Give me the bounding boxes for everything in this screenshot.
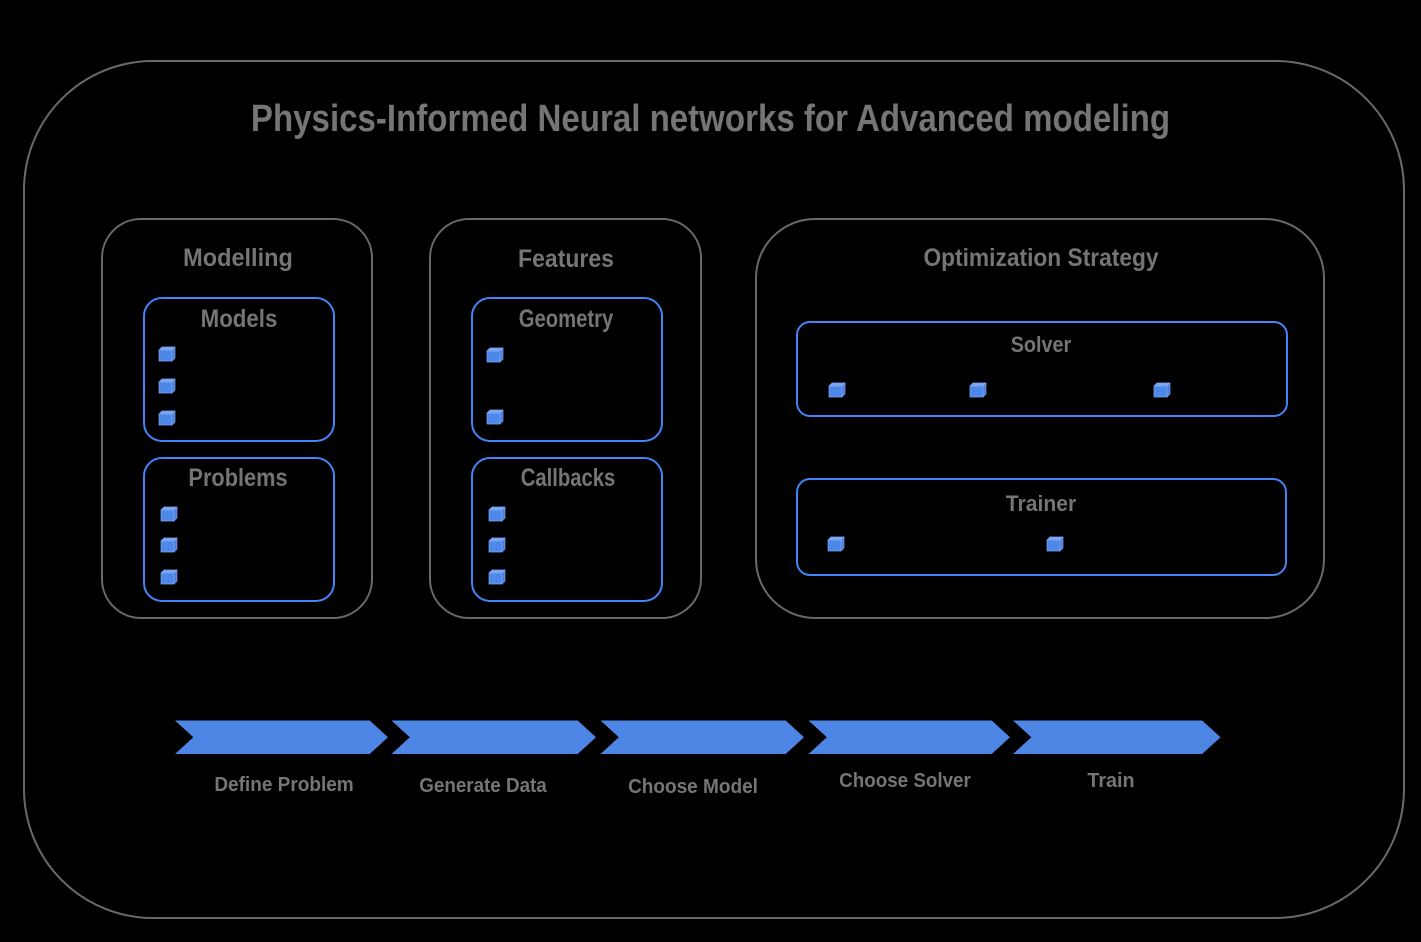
group-features-title: Features — [518, 245, 614, 273]
box-geometry — [471, 297, 663, 442]
step-label-define-problem: Define Problem — [214, 774, 354, 796]
group-modelling — [101, 218, 373, 619]
box-problems-title: Problems — [188, 464, 288, 492]
outer-frame — [23, 60, 1405, 919]
box-trainer-title: Trainer — [1005, 491, 1077, 516]
step-label-choose-model: Choose Model — [628, 776, 758, 798]
step-label-generate-data: Generate Data — [419, 775, 547, 797]
group-optimization-strategy-title: Optimization Strategy — [923, 244, 1159, 272]
box-callbacks-title: Callbacks — [520, 464, 616, 492]
box-models — [143, 297, 335, 442]
box-models-title: Models — [200, 305, 278, 333]
step-label-choose-solver: Choose Solver — [839, 770, 971, 792]
group-features — [429, 218, 702, 619]
group-modelling-title: Modelling — [183, 244, 293, 272]
box-geometry-title: Geometry — [518, 305, 614, 333]
box-problems — [143, 457, 335, 602]
box-trainer — [796, 478, 1287, 576]
group-optimization-strategy — [755, 218, 1325, 619]
box-callbacks — [471, 457, 663, 602]
box-solver — [796, 321, 1288, 417]
step-label-train: Train — [1087, 770, 1135, 792]
box-solver-title: Solver — [1010, 332, 1072, 357]
diagram-title: Physics-Informed Neural networks for Adv… — [250, 98, 1171, 140]
